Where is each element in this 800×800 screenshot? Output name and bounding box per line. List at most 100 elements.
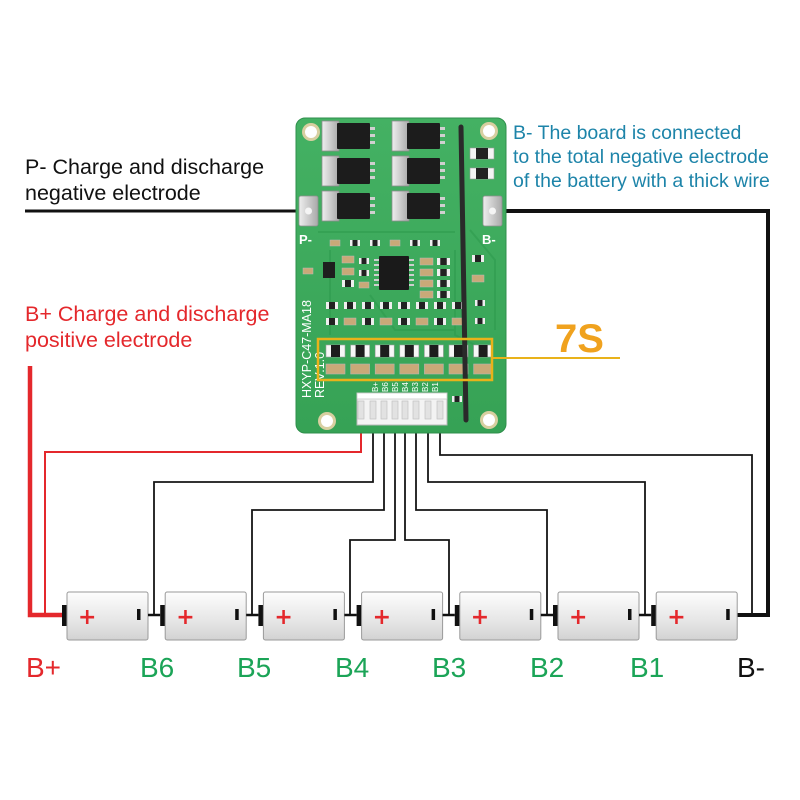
balance-resistor-body [404, 345, 414, 357]
battery-minus-mark [333, 609, 337, 620]
shunt-resistor-body [476, 168, 488, 179]
battery-cell-3: + [258, 591, 345, 641]
p-minus-note: P- Charge and discharge negative electro… [25, 155, 264, 205]
smd-resistor-body [401, 302, 407, 309]
mosfet-2 [321, 155, 375, 187]
connector-pin-7 [424, 400, 432, 420]
battery-minus-mark [628, 609, 632, 620]
balance-pin-label: B2 [421, 382, 430, 392]
mosfet-lead [440, 127, 445, 130]
balance-pin-label: B3 [411, 382, 420, 392]
battery-cell-6: + [553, 591, 640, 641]
battery-plus-sign: + [667, 605, 685, 630]
board-model-label: HXYP-C47-MA18 [300, 300, 314, 398]
smd-capacitor [379, 317, 393, 326]
pcb-trace [469, 229, 496, 330]
connector-pin-8 [436, 400, 444, 420]
balance-resistor-body [380, 345, 390, 357]
balance-resistor-body [429, 345, 439, 357]
balance-capacitor [448, 363, 469, 375]
battery-cell-2: + [160, 591, 247, 641]
connector-lip [356, 392, 448, 400]
mosfet-body [407, 158, 440, 184]
p-minus-note-line2: negative electrode [25, 181, 201, 205]
mounting-hole [305, 126, 317, 138]
ic-pin [409, 264, 414, 266]
battery-cell-4: + [356, 591, 444, 641]
battery-body [655, 591, 738, 641]
connector-pin-4 [391, 400, 399, 420]
balance-channel-7 [473, 344, 493, 375]
balance-channel-3 [374, 344, 395, 375]
mosfet-lead [440, 204, 445, 207]
shunt-resistor-body [476, 148, 488, 159]
mosfet-body [337, 158, 370, 184]
balance-capacitor [350, 363, 370, 375]
battery-plus-sign: + [471, 605, 489, 630]
pcb-trace [454, 250, 476, 346]
balance-connector [356, 392, 448, 426]
smd-resistor-body [401, 318, 407, 325]
mosfet-lead [370, 169, 375, 172]
board-components [302, 120, 495, 402]
mosfet-lead [370, 176, 375, 179]
mosfet-lead [370, 127, 375, 130]
b-minus-note-line1: B- The board is connected [513, 122, 741, 144]
mosfet-body [337, 123, 370, 149]
mosfet-lead [370, 134, 375, 137]
smd-resistor-body [454, 396, 460, 402]
mounting-holes [302, 122, 498, 430]
battery-terminal-nub [454, 605, 461, 626]
ic-pin [409, 259, 414, 261]
smd-resistor-body [365, 318, 371, 325]
balance-pin-label: B+ [371, 382, 380, 392]
b4-sense-wire [349, 424, 396, 615]
b-plus-note-line2: positive electrode [25, 328, 192, 352]
smd-capacitor [358, 281, 370, 289]
smd-capacitor [341, 267, 355, 276]
mosfet-4 [391, 120, 445, 152]
smd-resistor-body [352, 240, 358, 246]
series-count-label: 7S [555, 317, 604, 361]
battery-plus-sign: + [274, 605, 292, 630]
terminal-label-b4: B4 [335, 652, 369, 683]
mosfet-tab [321, 155, 340, 187]
mosfet-lead [370, 162, 375, 165]
mosfet-lead [370, 141, 375, 144]
b-plus-main-wire [27, 366, 64, 618]
ic-pin [409, 279, 414, 281]
smd-resistor-body [372, 240, 378, 246]
ic-pin [409, 269, 414, 271]
board-thick-wire [458, 124, 469, 423]
balance-channel-4 [399, 344, 420, 375]
balance-capacitor [424, 363, 444, 375]
smd-capacitor [343, 317, 357, 326]
battery-terminal-nub [553, 605, 559, 626]
mounting-hole [483, 125, 495, 137]
controller-ic [379, 256, 409, 290]
smd-capacitor [419, 279, 434, 288]
balance-channel-1 [325, 344, 346, 375]
mosfet-body [407, 123, 440, 149]
smd-resistor-body [477, 318, 483, 324]
battery-minus-mark [235, 609, 239, 620]
smd-resistor-body [347, 302, 353, 309]
b6-sense-wire [153, 424, 374, 615]
battery-plus-sign: + [176, 605, 194, 630]
mosfet-tab [391, 190, 410, 222]
balance-resistor-body [355, 345, 365, 357]
b-minus-note-line3: of the battery with a thick wire [513, 170, 770, 192]
b2-sense-wire [415, 424, 548, 615]
connector-pin-6 [412, 400, 420, 420]
mosfet-lead [440, 141, 445, 144]
battery-terminal-nub [356, 605, 363, 626]
mosfet-lead [440, 211, 445, 214]
mosfet-lead [440, 162, 445, 165]
mosfet-tab [391, 155, 410, 187]
battery-plus-sign: + [569, 605, 587, 630]
b3-sense-wire [404, 424, 450, 615]
smd-resistor-body [329, 318, 335, 325]
smd-capacitor [471, 274, 485, 283]
balance-capacitor [325, 363, 346, 375]
